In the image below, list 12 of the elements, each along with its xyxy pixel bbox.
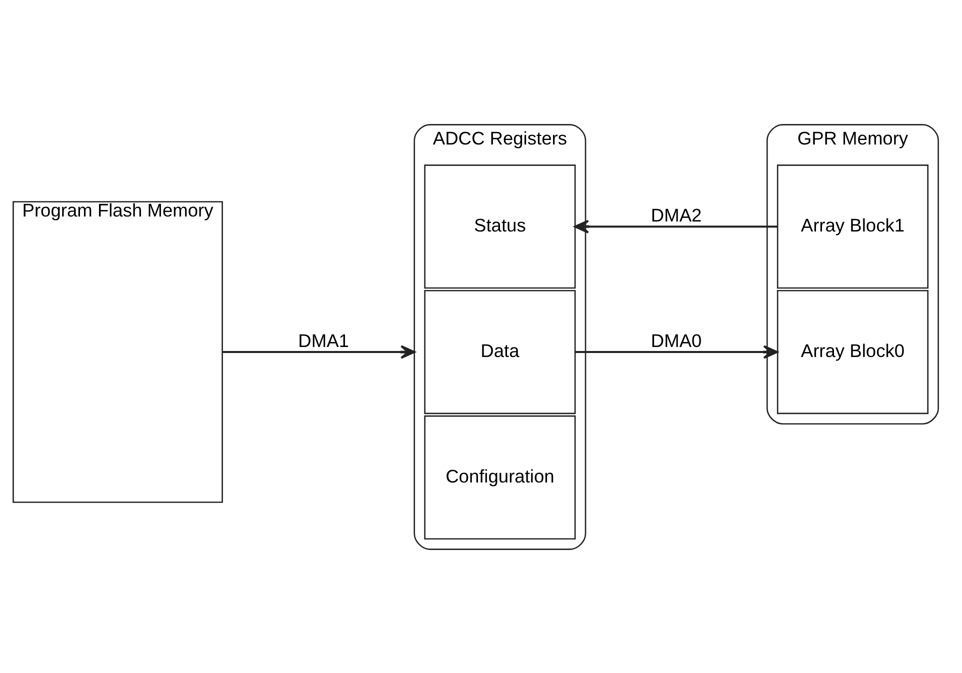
arrow xyxy=(575,344,778,358)
node-box: Array Block0 xyxy=(776,289,928,414)
node-box: Status xyxy=(424,164,576,288)
arrow xyxy=(222,344,416,358)
node-box: Program Flash Memory xyxy=(12,200,223,502)
edge-label: DMA0 xyxy=(650,330,702,351)
node-box: Data xyxy=(424,289,576,414)
node-box: Configuration xyxy=(424,414,576,540)
edge-label: DMA2 xyxy=(650,204,702,226)
edge-label: DMA1 xyxy=(298,330,349,351)
arrow xyxy=(574,219,778,233)
node-box: Array Block1 xyxy=(776,164,928,288)
